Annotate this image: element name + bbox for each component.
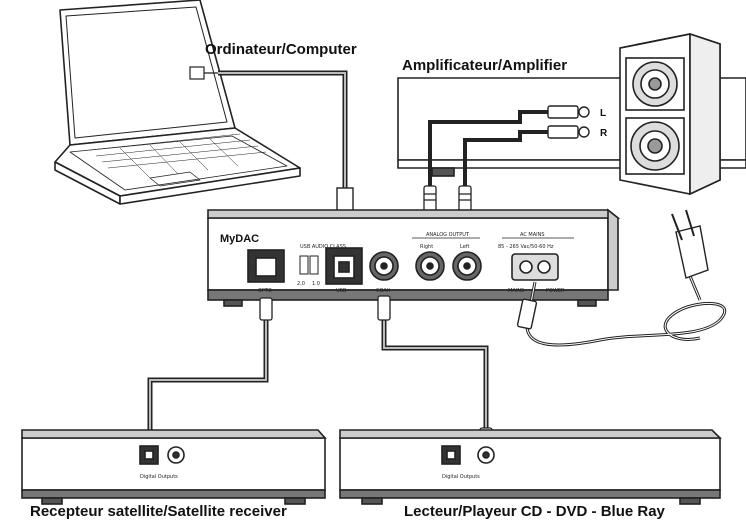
player-digital-outputs: Digital Outputs bbox=[442, 474, 480, 480]
ac-mains-label: AC MAINS bbox=[520, 232, 545, 238]
cd-player bbox=[339, 429, 722, 505]
mains-spec-label: 85 - 265 Vac/50-60 Hz bbox=[498, 244, 554, 250]
dac-brand: MyDAC bbox=[220, 233, 259, 245]
coax-cable bbox=[381, 306, 489, 438]
analog-cables bbox=[428, 110, 548, 190]
mains-label: MAINS bbox=[508, 288, 524, 294]
satellite-digital-outputs: Digital Outputs bbox=[140, 474, 178, 480]
optical-plugs bbox=[142, 297, 273, 451]
power-label: POWER bbox=[546, 288, 565, 294]
left-label: Left bbox=[460, 244, 469, 250]
opto-label: OPTO bbox=[258, 288, 272, 294]
amplifier-label: Amplificateur/Amplifier bbox=[402, 57, 567, 74]
usb-plug-computer bbox=[189, 66, 205, 80]
analog-output-left bbox=[452, 251, 482, 281]
ac-mains-socket bbox=[511, 253, 559, 281]
analog-output-right bbox=[415, 251, 445, 281]
power-plug bbox=[516, 209, 709, 330]
class-option-2-0: 2.0 bbox=[297, 281, 305, 287]
coax-label: COAX bbox=[376, 288, 391, 294]
usb-label: USB bbox=[336, 288, 347, 294]
class-option-1-0: 1.0 bbox=[312, 281, 320, 287]
usb-port bbox=[325, 247, 363, 285]
usb-cable bbox=[189, 66, 354, 233]
amp-channel-l: L bbox=[600, 108, 606, 119]
right-label: Right bbox=[420, 244, 433, 250]
usb-class-switch: USB AUDIO CLASS bbox=[299, 244, 346, 275]
coax-port bbox=[369, 251, 399, 281]
computer-label: Ordinateur/Computer bbox=[205, 41, 357, 58]
analog-output-label: ANALOG OUTPUT bbox=[426, 232, 470, 238]
speaker-illustration bbox=[619, 32, 721, 196]
satellite-label: Recepteur satellite/Satellite receiver bbox=[30, 503, 287, 520]
amp-channel-r: R bbox=[600, 128, 608, 139]
laptop-illustration bbox=[54, 0, 301, 205]
power-cable bbox=[525, 275, 727, 347]
satellite-receiver bbox=[21, 429, 327, 505]
coax-plugs bbox=[377, 295, 493, 451]
player-label: Lecteur/Playeur CD - DVD - Blue Ray bbox=[404, 503, 666, 520]
amp-rca-inputs bbox=[547, 105, 590, 139]
optical-cable bbox=[147, 306, 269, 438]
usb-audio-class-label: USB AUDIO CLASS bbox=[300, 244, 346, 250]
opto-port bbox=[247, 249, 285, 283]
